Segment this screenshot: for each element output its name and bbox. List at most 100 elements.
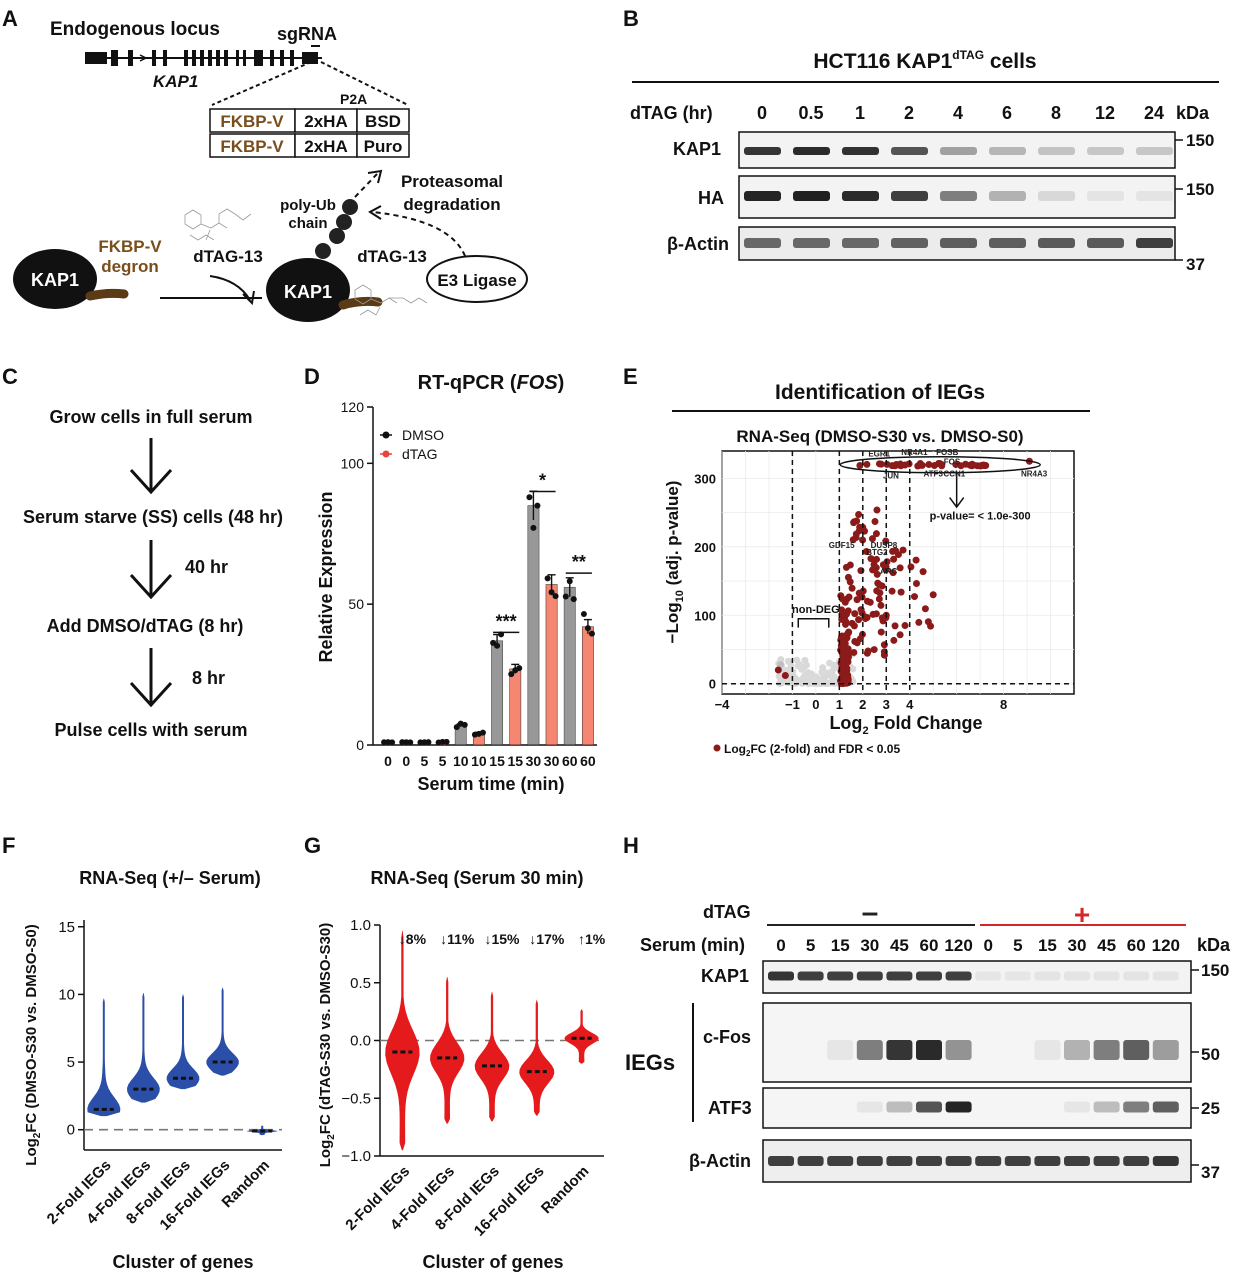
panel-e: E Identification of IEGs RNA-Seq (DMSO-S… [623,364,1090,758]
g-title: RNA-Seq (Serum 30 min) [370,868,583,888]
b-timepoint-1: 0.5 [798,103,823,123]
h-kda-label: kDa [1197,935,1231,955]
g-xlabel: Cluster of genes [422,1252,563,1272]
e-point-deg [869,566,877,574]
e-point-deg [871,517,879,525]
poly-ub-chain [315,199,358,259]
h-band-kap1-12 [1123,971,1150,981]
f-title: RNA-Seq (+/– Serum) [79,868,261,888]
step-starve: Serum starve (SS) cells (48 hr) [23,507,283,527]
d-replicate-point [407,739,414,746]
b-marker-150-a: 150 [1186,131,1214,150]
e-point-ns [830,661,838,669]
d-sig-label: * [539,471,546,491]
e-nondeg-label: non-DEG [792,604,840,616]
e-header: Identification of IEGs [775,381,985,404]
d-replicate-point [526,494,533,501]
e-gene-label-ccn1: CCN1 [943,469,965,478]
h-band-kap1-3 [856,971,883,981]
d-replicate-point [562,593,569,600]
e-point-ns [801,656,809,664]
e-gene-label-nr4a3: NR4A3 [1021,469,1048,478]
b-timepoint-4: 4 [953,103,963,123]
polyub-label-2: chain [288,215,327,232]
step-pulse: Pulse cells with serum [54,720,247,740]
g-category-label: Random [538,1163,592,1217]
d-sig-label: *** [496,611,517,631]
h-band-actin-9 [1034,1156,1061,1166]
g-violin [385,930,420,1151]
d-replicate-point [548,589,555,596]
b-band-kap1-6 [1038,147,1075,155]
e-point-ns [777,656,785,664]
construct2-fkbp: FKBP-V [220,137,284,156]
step-add-drug: Add DMSO/dTAG (8 hr) [47,616,244,636]
b-band-actin-5 [989,238,1026,248]
proteasomal-label-1: Proteasomal [401,172,503,191]
g-percent-label: ↓8% [399,931,427,947]
h-band-kap1-2 [827,971,854,981]
b-band-actin-1 [793,238,830,248]
e-point-deg [845,593,853,601]
b-blot-label-kap1: KAP1 [673,139,721,159]
b-band-kap1-2 [842,147,879,155]
d-replicate-point [461,721,468,728]
g-ytick-label: −0.5 [341,1090,371,1107]
e-point-deg [925,460,933,468]
b-band-kap1-4 [940,147,977,155]
b-band-kap1-5 [989,147,1026,155]
g-ytick-label: 1.0 [350,917,371,934]
h-plus-label: + [1074,899,1090,930]
f-ytick-label: 10 [58,986,75,1003]
g-percent-label: ↓17% [529,931,565,947]
b-band-ha-1 [793,191,830,201]
d-replicate-point [508,671,515,678]
b-timepoint-2: 1 [855,103,865,123]
e-legend-marker [713,744,721,752]
e-plot-frame [721,450,1075,695]
e-point-deg [883,558,891,566]
h-timepoint-13: 120 [1152,936,1180,955]
e-point-deg [875,595,883,603]
e-point-deg [910,593,918,601]
b-band-actin-4 [940,238,977,248]
e-xtick-label: 2 [859,697,866,712]
e-point-deg [877,628,885,636]
e-point-deg [870,646,878,654]
h-band-kap1-4 [886,971,913,981]
fkbp-degron-label-2: degron [101,257,159,276]
e-point-deg [850,648,858,656]
e-gene-label-jun: JUN [883,471,899,480]
b-bands [744,147,1173,248]
g-violin [519,1000,555,1116]
e-xtick-label: 4 [906,697,914,712]
e-xtick-label: 1 [836,697,843,712]
h-timepoint-2: 15 [831,936,850,955]
panel-a: A Endogenous locus sgRNA KAP [2,6,528,322]
e-nondeg-bracket [797,617,830,628]
construct2-puro: Puro [364,137,403,156]
b-timepoint-7: 12 [1095,103,1115,123]
g-percent-label: ↓11% [440,931,475,947]
d-xtick-label: 10 [471,753,487,769]
d-replicate-point [588,630,595,637]
h-serum-label: Serum (min) [640,935,745,955]
dtag-hr-label: dTAG (hr) [630,103,713,123]
b-band-ha-2 [842,191,879,201]
h-minus-label: – [862,896,879,929]
e-point-deg [853,517,861,525]
e-point-deg [889,569,897,577]
h-band-kap1-10 [1064,971,1090,981]
panel-a-letter: A [2,6,18,31]
h-timepoint-5: 60 [920,936,939,955]
e-point-deg [890,555,898,563]
e-point-ns [829,667,837,675]
e-point-deg [888,587,896,595]
interval-8hr: 8 hr [192,668,225,688]
f-violin [206,987,239,1076]
d-bar-dtag [545,584,558,746]
b-band-actin-7 [1087,238,1124,248]
panel-b-title: HCT116 KAP1dTAG cells [813,48,1036,73]
b-marker-37: 37 [1186,255,1205,274]
